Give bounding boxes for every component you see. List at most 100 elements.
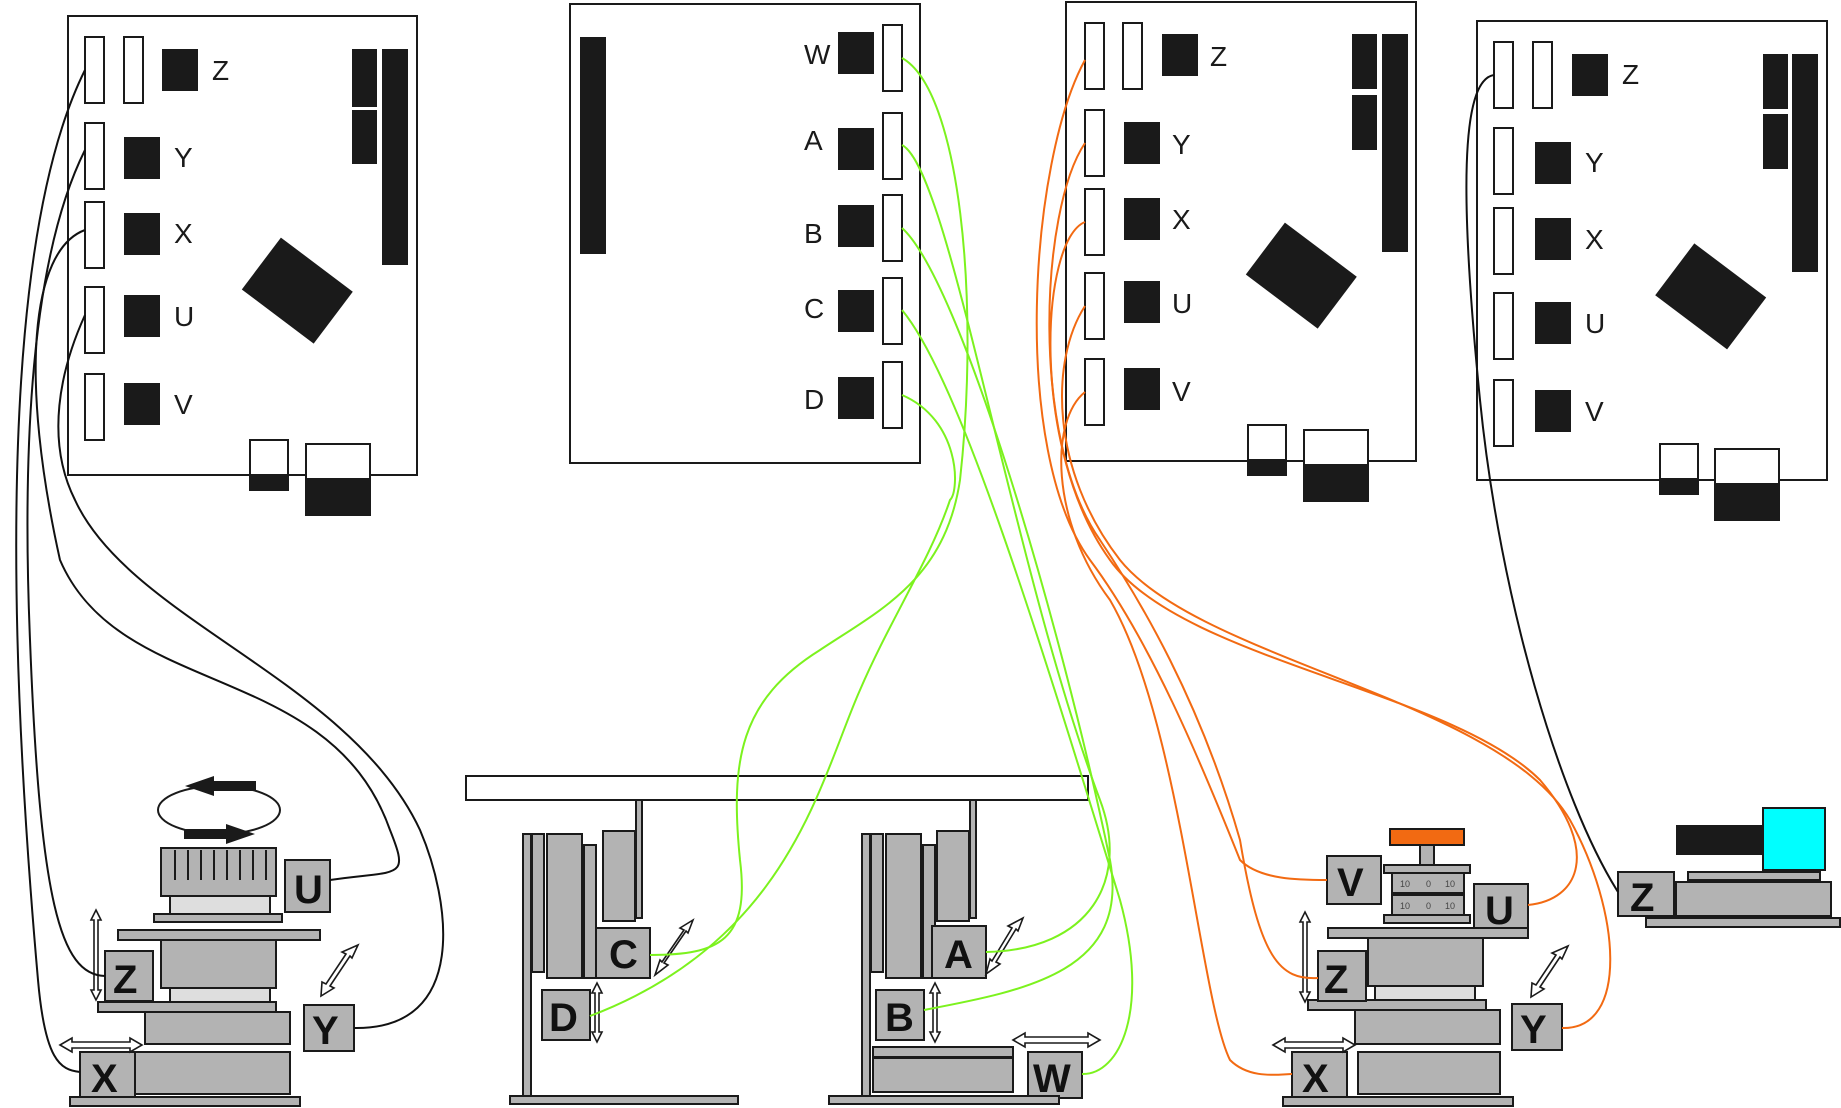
scale-mark: 10: [1445, 901, 1455, 911]
connector-slot: [84, 373, 105, 441]
axis-label-a: A: [804, 125, 823, 156]
wires-black: [15, 69, 445, 1073]
heatsink-block: [352, 49, 377, 107]
stage-1-rotation: U Z Y X: [58, 776, 360, 1107]
driver-chip: [838, 377, 874, 419]
motor-label-c: C: [609, 933, 638, 977]
z-travel-arrow-icon: [89, 908, 103, 1002]
rotary-grooves: [174, 850, 267, 880]
axis-label-x: X: [174, 218, 193, 249]
wire-c: [649, 57, 969, 956]
rotation-ring: [157, 785, 281, 835]
wire-u: [34, 229, 400, 881]
hanger: [635, 799, 643, 919]
connector-slot: [84, 122, 105, 190]
x-travel-arrow-icon: [58, 1036, 144, 1054]
connector-slot: [882, 24, 903, 92]
motor-label-y: Y: [312, 1009, 339, 1053]
axis-label-z: Z: [212, 55, 229, 86]
scale-mark: 0: [1426, 879, 1431, 889]
rotary-base: [169, 895, 271, 915]
axis-label-u: U: [174, 301, 194, 332]
x-body: [1357, 1051, 1501, 1095]
axis-label-d: D: [804, 384, 824, 415]
axis-label-x: X: [1172, 204, 1191, 235]
power-connector-fill: [1304, 464, 1368, 501]
heatsink-bar: [1382, 34, 1408, 252]
scale-upper: [1391, 872, 1465, 894]
z-base: [169, 987, 271, 1003]
axis-label-y: Y: [1585, 147, 1604, 178]
plate: [117, 929, 321, 941]
driver-chip: [838, 128, 874, 170]
w-body: [872, 1057, 1014, 1093]
driver-chip: [162, 49, 198, 91]
axis-label-v: V: [1585, 396, 1604, 427]
driver-chip: [1162, 34, 1198, 76]
knob-stem: [1419, 844, 1435, 866]
heatsink-block: [1352, 34, 1377, 89]
stage-4-camera: Z: [1617, 807, 1841, 928]
base-plate: [1645, 917, 1841, 928]
processor-chip: [1245, 222, 1357, 329]
motor-label-b: B: [885, 996, 914, 1040]
driver-chip: [1124, 281, 1160, 323]
w-travel-arrow-icon: [1011, 1031, 1102, 1049]
connector-slot: [1493, 207, 1514, 275]
rotary-head: [160, 847, 277, 897]
connector-slot: [882, 194, 903, 262]
frame-post: [870, 833, 884, 973]
axis-label-w: W: [804, 39, 831, 70]
y-body: [1354, 1009, 1501, 1045]
driver-chip: [1535, 390, 1571, 432]
axis-label-u: U: [1585, 308, 1605, 339]
plate: [97, 1001, 277, 1013]
motor-label-x: X: [91, 1057, 118, 1101]
hanger: [969, 799, 977, 919]
camera-body: [1762, 807, 1826, 871]
connector-slot: [1493, 292, 1514, 360]
c-travel-arrow-icon: [653, 918, 695, 978]
base-plate: [69, 1096, 301, 1107]
axis-label-y: Y: [174, 142, 193, 173]
connector-slot: [1493, 127, 1514, 195]
motor-y: [303, 1004, 355, 1052]
driver-chip: [1124, 198, 1160, 240]
controller-board-2: W A B C D: [569, 3, 921, 464]
frame-post: [522, 833, 532, 1099]
heatsink-bar: [382, 49, 408, 265]
wire-x: [1060, 391, 1293, 1076]
motor-x: [79, 1051, 136, 1098]
axis-label-c: C: [804, 293, 824, 324]
camera-lens: [1676, 825, 1764, 855]
axis-label-z: Z: [1210, 41, 1227, 72]
controller-board-3: Z Y X U V: [1065, 1, 1417, 502]
motor-v: [1326, 855, 1382, 905]
motor-label-u: U: [1485, 889, 1514, 933]
axis-label-u: U: [1172, 288, 1192, 319]
motor-label-v: V: [1337, 861, 1364, 905]
motor-label-w: W: [1033, 1057, 1071, 1101]
motor-c: [595, 927, 651, 979]
frame-post: [531, 833, 545, 973]
connector-slot: [882, 112, 903, 180]
carriage: [602, 830, 636, 922]
plate: [1383, 864, 1471, 874]
driver-chip: [124, 213, 160, 255]
port-fill: [1660, 478, 1698, 494]
heatsink-block: [1763, 114, 1788, 169]
port-fill: [250, 474, 288, 490]
driver-chip: [124, 383, 160, 425]
axis-label-v: V: [174, 389, 193, 420]
heatsink-block: [1763, 54, 1788, 109]
x-body: [129, 1051, 291, 1095]
motor-label-z: Z: [1324, 958, 1348, 1002]
motor-label-a: A: [944, 933, 973, 977]
motor-label-u: U: [294, 868, 323, 912]
power-connector-fill: [306, 478, 370, 515]
connector-slot: [1084, 188, 1105, 256]
orange-knob: [1389, 828, 1465, 846]
motor-label-y: Y: [1520, 1008, 1547, 1052]
heatsink-bar: [1792, 54, 1818, 272]
